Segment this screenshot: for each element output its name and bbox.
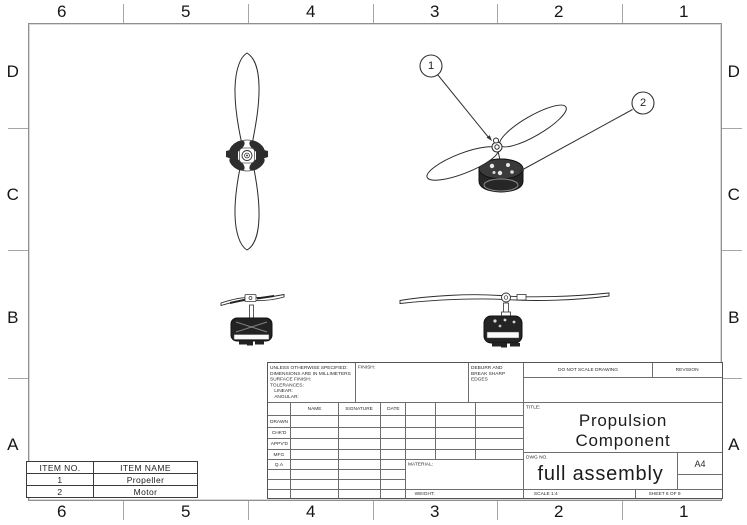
zone-col-label-bottom: 2 [554, 502, 564, 521]
sign-header-row: NAME SIGNATURE DATE [268, 403, 524, 416]
scale-box: SCALE 1:4 [524, 490, 636, 498]
zone-row-label-right: D [727, 62, 741, 81]
col-signature: SIGNATURE [345, 406, 374, 412]
bom-row: 2 Motor [27, 486, 197, 497]
zone-tick [373, 4, 374, 23]
sign-row-appvd: APPV'D [268, 439, 524, 450]
zone-tick [8, 128, 28, 129]
zone-tick [373, 501, 374, 520]
revision-box: REVISION [653, 363, 722, 378]
zone-col-label-top: 2 [554, 2, 564, 21]
sheet-number-box: SHEET 6 OF 9 [636, 490, 722, 498]
zone-tick [248, 501, 249, 520]
zone-row-label-left: C [6, 185, 20, 204]
dwg-no-box: DWG NO. full assembly [524, 453, 678, 490]
zone-col-label-bottom: 5 [181, 502, 191, 521]
zone-tick [8, 250, 28, 251]
zone-row-label-left: D [6, 62, 20, 81]
zone-tick [497, 501, 498, 520]
zone-row-label-left: A [7, 435, 19, 454]
dwg-no-value: full assembly [537, 463, 664, 485]
zone-col-label-top: 1 [679, 2, 689, 21]
deburr-box: DEBURR AND BREAK SHARP EDGES [469, 363, 524, 403]
sign-row-empty [268, 480, 406, 490]
zone-tick [722, 378, 742, 379]
bom-table: ITEM NO. ITEM NAME 1 Propeller 2 Motor [26, 461, 198, 498]
bom-item-no: 1 [27, 474, 94, 485]
sign-row-empty [268, 470, 406, 480]
zone-tick [622, 501, 623, 520]
do-not-scale-label: DO NOT SCALE DRAWING [557, 367, 618, 373]
zone-tick [123, 501, 124, 520]
zone-tick [8, 378, 28, 379]
paper-size-label: A4 [694, 458, 706, 469]
title-block: UNLESS OTHERWISE SPECIFIED: DIMENSIONS A… [267, 362, 723, 499]
title-box: TITLE: Propulsion Component [524, 403, 722, 453]
finish-label: FINISH: [358, 364, 376, 370]
zone-col-label-top: 3 [430, 2, 440, 21]
zone-tick [248, 4, 249, 23]
zone-col-label-top: 5 [181, 2, 191, 21]
zone-tick [722, 128, 742, 129]
material-label: MATERIAL: [408, 461, 433, 467]
zone-col-label-bottom: 6 [57, 502, 67, 521]
title-label: TITLE: [526, 404, 541, 410]
sheet-number-label: SHEET 6 OF 9 [648, 491, 681, 497]
paper-size-box: A4 [678, 453, 722, 475]
zone-tick [123, 4, 124, 23]
tolerance-note-box: UNLESS OTHERWISE SPECIFIED: DIMENSIONS A… [268, 363, 356, 403]
zone-col-label-top: 6 [57, 2, 67, 21]
sign-row-mfg: MFG [268, 450, 524, 460]
col-date: DATE [386, 406, 400, 412]
zone-col-label-bottom: 1 [679, 502, 689, 521]
sign-row-drawn: DRAWN [268, 416, 524, 428]
weight-label: WEIGHT: [414, 491, 435, 497]
zone-tick [497, 4, 498, 23]
bom-item-no: 2 [27, 486, 94, 497]
bom-header-item-name: ITEM NAME [120, 462, 171, 473]
revision-area [524, 378, 722, 403]
deburr-text: DEBURR AND BREAK SHARP EDGES [471, 365, 506, 382]
sign-row-chkd: CHK'D [268, 428, 524, 439]
zone-col-label-top: 4 [306, 2, 316, 21]
scale-label: SCALE 1:4 [533, 491, 558, 497]
zone-tick [722, 250, 742, 251]
drawing-title-line2: Component [575, 430, 671, 450]
bom-item-name: Propeller [126, 474, 165, 485]
weight-box: WEIGHT: [406, 490, 524, 498]
do-not-scale-box: DO NOT SCALE DRAWING [524, 363, 653, 378]
zone-row-label-right: A [728, 435, 740, 454]
dwg-no-label: DWG NO. [526, 454, 548, 460]
bom-header-row: ITEM NO. ITEM NAME [27, 462, 197, 474]
zone-col-label-bottom: 4 [306, 502, 316, 521]
sign-row-qa: Q.A [268, 460, 406, 470]
zone-row-label-right: B [728, 308, 740, 327]
col-name: NAME [307, 406, 322, 412]
revision-label: REVISION [676, 367, 699, 373]
bom-item-name: Motor [133, 486, 158, 497]
zone-row-label-right: C [727, 185, 741, 204]
drawing-title-line1: Propulsion [578, 410, 668, 430]
zone-tick [622, 4, 623, 23]
zone-col-label-bottom: 3 [430, 502, 440, 521]
sheet-border [28, 23, 722, 501]
bom-header-item-no: ITEM NO. [27, 462, 94, 473]
zone-row-label-left: B [7, 308, 19, 327]
paper-size-sub-box [678, 475, 722, 490]
bom-row: 1 Propeller [27, 474, 197, 486]
sign-row-empty [268, 490, 406, 498]
finish-box: FINISH: [356, 363, 469, 403]
material-box: MATERIAL: [406, 460, 524, 490]
tolerance-note-text: UNLESS OTHERWISE SPECIFIED: DIMENSIONS A… [270, 365, 351, 399]
